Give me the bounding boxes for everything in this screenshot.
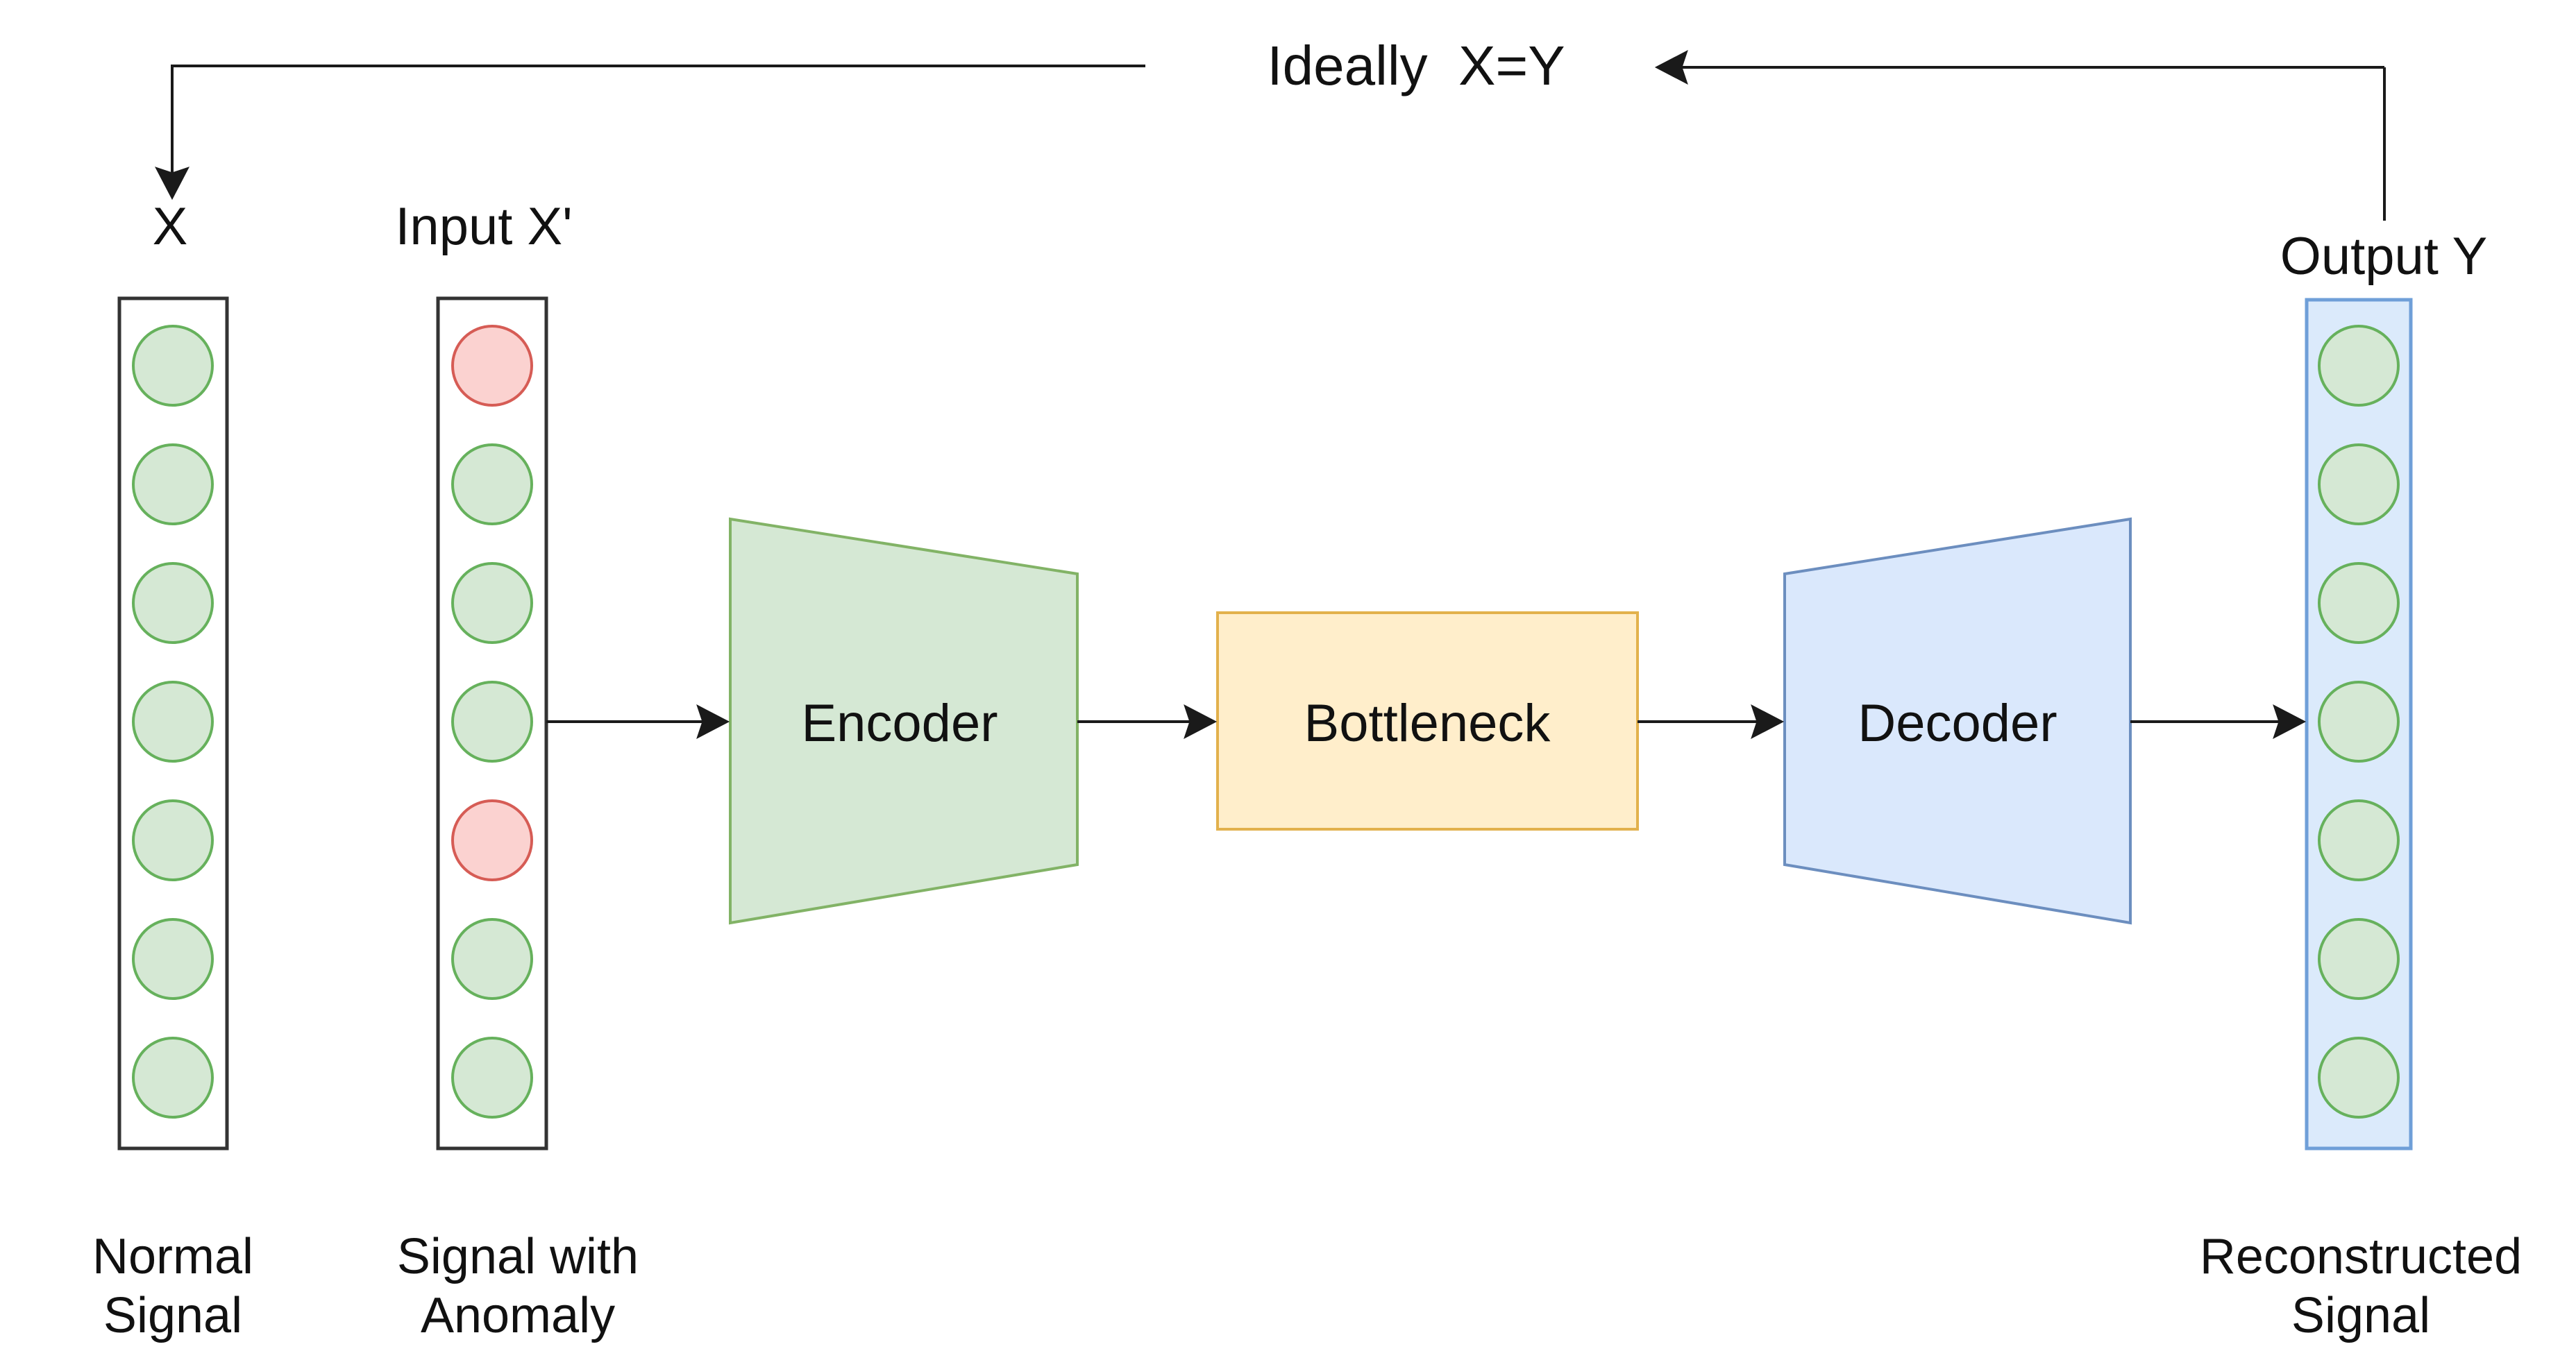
feedback-arrowheads [154,49,1688,201]
signal-node-normal [2318,681,2400,763]
column-x-nodes [132,325,214,1119]
signal-node-normal [132,562,214,644]
caption-reconstructed-signal-line2: Signal [2291,1288,2430,1343]
caption-reconstructed-signal: Reconstructed Signal [2200,1229,2522,1343]
signal-node-normal [451,443,533,525]
bottleneck-block [1216,611,1639,831]
decoder-label: Decoder [1858,694,2057,753]
arrowhead-down-to-x [154,167,190,201]
column-y [2305,298,2413,1151]
signal-node-normal [132,1037,214,1119]
feedback-loop [171,65,2386,221]
signal-node-normal [132,799,214,881]
signal-node-normal [132,918,214,1000]
feedback-label: Ideally X=Y [1267,35,1565,96]
feedback-line-left [171,65,1145,173]
signal-node-normal [132,681,214,763]
signal-node-normal [132,443,214,525]
flow-arrows [546,704,2307,740]
signal-node-normal [132,325,214,407]
signal-node-normal [451,681,533,763]
signal-node-normal [451,1037,533,1119]
column-y-nodes [2318,325,2400,1119]
signal-node-anomaly [451,799,533,881]
signal-node-normal [2318,799,2400,881]
signal-node-normal [2318,443,2400,525]
bottleneck-label: Bottleneck [1304,694,1551,753]
signal-node-normal [451,918,533,1000]
column-x-prime-nodes [451,325,533,1119]
caption-normal-signal: Normal Signal [92,1229,253,1343]
column-x [117,296,229,1151]
caption-signal-with-anomaly: Signal with Anomaly [397,1229,639,1343]
column-x-title: X [153,197,188,256]
arrowhead-left-to-label [1654,49,1688,85]
decoder-block [1783,517,2132,925]
arrow-encoder-to-bottleneck [1077,704,1218,740]
caption-reconstructed-signal-line1: Reconstructed [2200,1229,2522,1284]
signal-node-normal [451,562,533,644]
caption-normal-signal-line2: Signal [103,1288,242,1343]
column-x-prime [436,296,548,1151]
signal-node-normal [2318,562,2400,644]
encoder-block [729,517,1079,925]
signal-node-normal [2318,325,2400,407]
encoder-label: Encoder [801,694,997,753]
caption-normal-signal-line1: Normal [92,1229,253,1284]
arrow-input-to-encoder [546,704,730,740]
signal-node-normal [2318,1037,2400,1119]
caption-signal-with-anomaly-line2: Anomaly [421,1288,615,1343]
column-y-title: Output Y [2280,227,2488,286]
arrow-decoder-to-output [2130,704,2307,740]
caption-signal-with-anomaly-line1: Signal with [397,1229,639,1284]
column-x-prime-title: Input X' [395,197,572,256]
arrow-bottleneck-to-decoder [1638,704,1785,740]
signal-node-normal [2318,918,2400,1000]
signal-node-anomaly [451,325,533,407]
